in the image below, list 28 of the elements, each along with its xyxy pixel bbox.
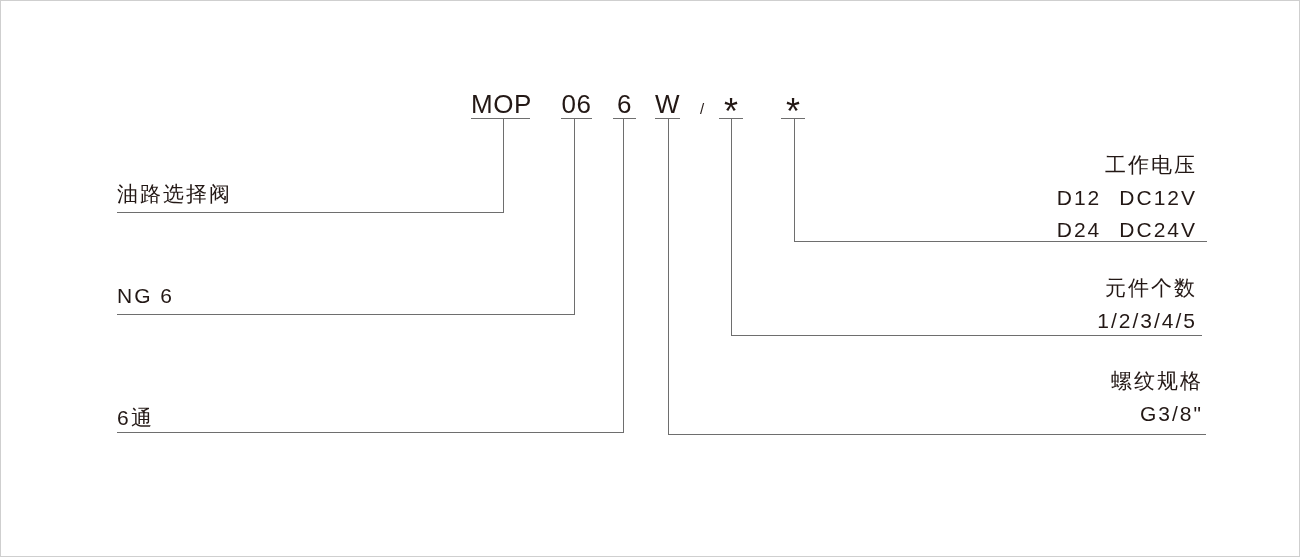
option-text: DC24V	[1119, 219, 1197, 241]
description-block	[668, 369, 1206, 435]
leader-line	[794, 118, 795, 242]
description-label: NG 6	[117, 284, 575, 315]
leader-line	[574, 118, 575, 315]
option-text: 1/2/3/4/5	[1097, 310, 1197, 332]
description-block	[731, 277, 1202, 336]
option-text: D12	[1056, 186, 1102, 209]
code-segment: 06	[561, 90, 592, 119]
description-label: 油路选择阀	[117, 182, 504, 213]
code-segment: MOP	[471, 90, 530, 119]
option-text: D24	[1056, 219, 1102, 241]
leader-line	[503, 118, 504, 213]
leader-line	[731, 118, 732, 336]
option-text: DC12V	[1119, 186, 1197, 209]
code-segment: W	[655, 90, 680, 119]
leader-line	[668, 118, 669, 435]
option-text: G3/8"	[1140, 403, 1203, 425]
code-segment: *	[781, 90, 805, 119]
heading-text: 元件个数	[1105, 277, 1197, 299]
separator-slash: /	[700, 99, 705, 117]
heading-text: 工作电压	[1105, 154, 1197, 176]
description-label: 6通	[117, 406, 624, 433]
description-block	[794, 154, 1207, 242]
code-segment: *	[719, 90, 743, 119]
heading-text: 螺纹规格	[1111, 369, 1203, 392]
code-segment: 6	[613, 90, 636, 119]
leader-line	[623, 118, 624, 433]
